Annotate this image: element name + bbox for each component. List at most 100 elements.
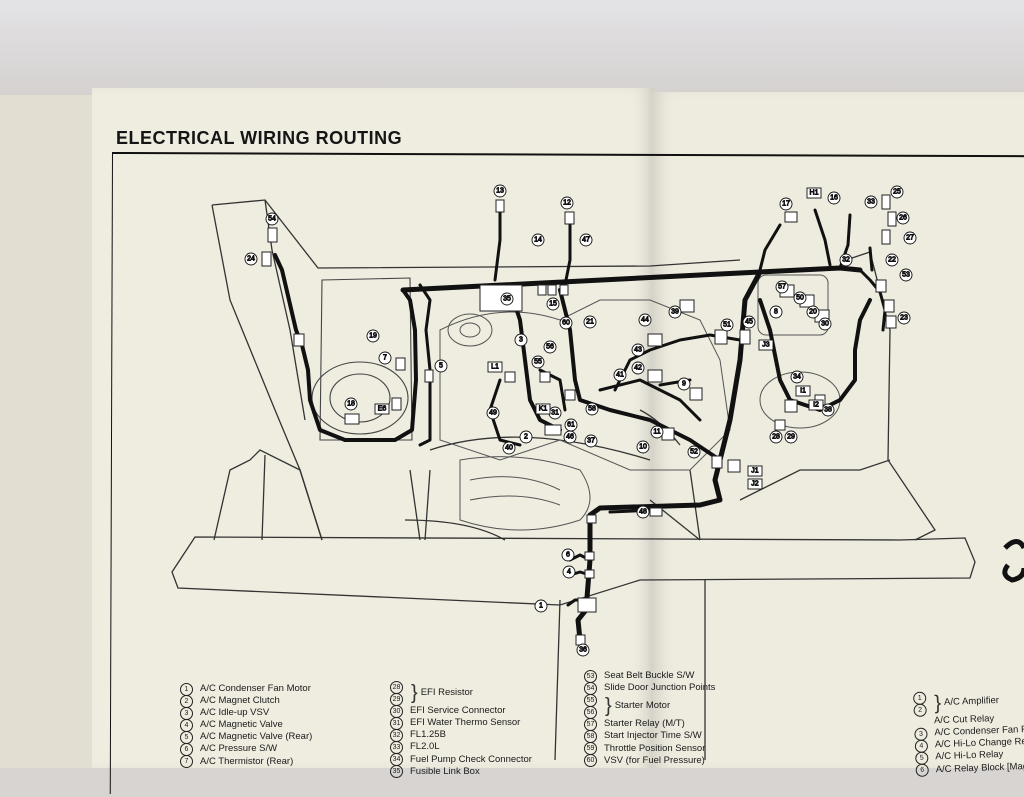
callout-4: 4 (562, 565, 576, 579)
wiring-diagram: 13 12 54 24 1 4 47 35 15 19 3 56 60 7 5 1… (171, 184, 1024, 761)
callout-33: 33 (864, 195, 878, 209)
callout-46: 46 (563, 430, 577, 444)
callout-13: 13 (493, 184, 507, 198)
svg-text:K1: K1 (539, 406, 548, 413)
svg-text:8: 8 (774, 309, 778, 316)
svg-text:27: 27 (906, 235, 914, 242)
callout-6: 6 (561, 548, 575, 562)
circled-callouts: 13 12 54 24 1 4 47 35 15 19 3 56 60 7 5 1… (244, 184, 917, 657)
svg-text:7: 7 (383, 355, 387, 362)
svg-text:23: 23 (900, 315, 908, 322)
box-label-k1: K1 (535, 403, 551, 415)
callout-1: 1 (534, 599, 548, 613)
svg-text:52: 52 (690, 449, 698, 456)
legend-group: 55 56 } Starter Motor (584, 693, 715, 719)
callout-53: 53 (899, 268, 913, 282)
callout-42: 42 (631, 361, 645, 375)
svg-text:I2: I2 (813, 402, 819, 409)
connector-blocks (261, 194, 897, 646)
callout-10: 10 (636, 440, 650, 454)
svg-text:25: 25 (893, 189, 901, 196)
callout-11: 11 (650, 425, 664, 439)
brace-glyph: } (934, 692, 942, 715)
legend-group: 28 29 } EFI Resistor (390, 680, 532, 706)
callout-34: 34 (790, 370, 804, 384)
svg-text:50: 50 (796, 295, 804, 302)
svg-text:24: 24 (247, 256, 255, 263)
callout-36: 36 (576, 643, 590, 657)
callout-52: 52 (687, 445, 701, 459)
callout-26: 26 (896, 211, 910, 225)
callout-41: 41 (613, 368, 627, 382)
callout-15: 15 (546, 297, 560, 311)
svg-text:29: 29 (787, 434, 795, 441)
callout-27: 27 (903, 231, 917, 245)
svg-text:33: 33 (867, 199, 875, 206)
svg-text:31: 31 (551, 410, 559, 417)
svg-text:J1: J1 (751, 468, 759, 475)
svg-text:54: 54 (268, 216, 276, 223)
callout-21: 21 (583, 315, 597, 329)
svg-text:18: 18 (347, 401, 355, 408)
svg-text:5: 5 (439, 363, 443, 370)
svg-text:19: 19 (369, 333, 377, 340)
svg-text:26: 26 (899, 215, 907, 222)
svg-text:28: 28 (772, 434, 780, 441)
svg-text:45: 45 (745, 319, 753, 326)
svg-text:30: 30 (821, 321, 829, 328)
svg-text:38: 38 (824, 407, 832, 414)
svg-text:3: 3 (519, 337, 523, 344)
wheel-well-left (311, 277, 413, 441)
svg-text:46: 46 (566, 434, 574, 441)
svg-text:49: 49 (489, 410, 497, 417)
callout-12: 12 (560, 196, 574, 210)
callout-24: 24 (244, 252, 258, 266)
svg-text:47: 47 (582, 237, 590, 244)
background-surface (0, 0, 1024, 100)
callout-45: 45 (742, 315, 756, 329)
svg-text:39: 39 (671, 309, 679, 316)
callout-37: 37 (584, 434, 598, 448)
callout-25: 25 (890, 185, 904, 199)
callout-2: 2 (519, 430, 533, 444)
callout-9: 9 (677, 377, 691, 391)
svg-text:42: 42 (634, 365, 642, 372)
callout-20: 20 (806, 305, 820, 319)
box-label-j3: J3 (758, 339, 774, 351)
page-title: ELECTRICAL WIRING ROUTING (116, 128, 403, 148)
callout-56: 56 (543, 340, 557, 354)
svg-text:L1: L1 (491, 364, 499, 371)
box-label-i1: I1 (795, 385, 811, 397)
svg-text:58: 58 (588, 406, 596, 413)
callout-19: 19 (366, 329, 380, 343)
box-label-e6: E6 (374, 403, 390, 415)
svg-text:2: 2 (524, 434, 528, 441)
callout-38: 38 (821, 403, 835, 417)
previous-page-edge (0, 95, 101, 768)
callout-48: 48 (636, 505, 650, 519)
svg-text:43: 43 (634, 347, 642, 354)
callout-58: 58 (585, 402, 599, 416)
svg-text:12: 12 (563, 200, 571, 207)
callout-60: 60 (559, 316, 573, 330)
svg-text:32: 32 (842, 257, 850, 264)
svg-text:J2: J2 (751, 481, 759, 488)
callout-32: 32 (839, 253, 853, 267)
svg-text:35: 35 (503, 296, 511, 303)
svg-text:16: 16 (830, 195, 838, 202)
callout-35: 35 (500, 292, 514, 306)
callout-50: 50 (793, 291, 807, 305)
svg-text:11: 11 (653, 429, 660, 436)
box-label-j2: J2 (747, 478, 763, 490)
boxed-callouts: H1 L1 E6 K1 J3 I1 I2 J1 J2 (374, 187, 824, 490)
